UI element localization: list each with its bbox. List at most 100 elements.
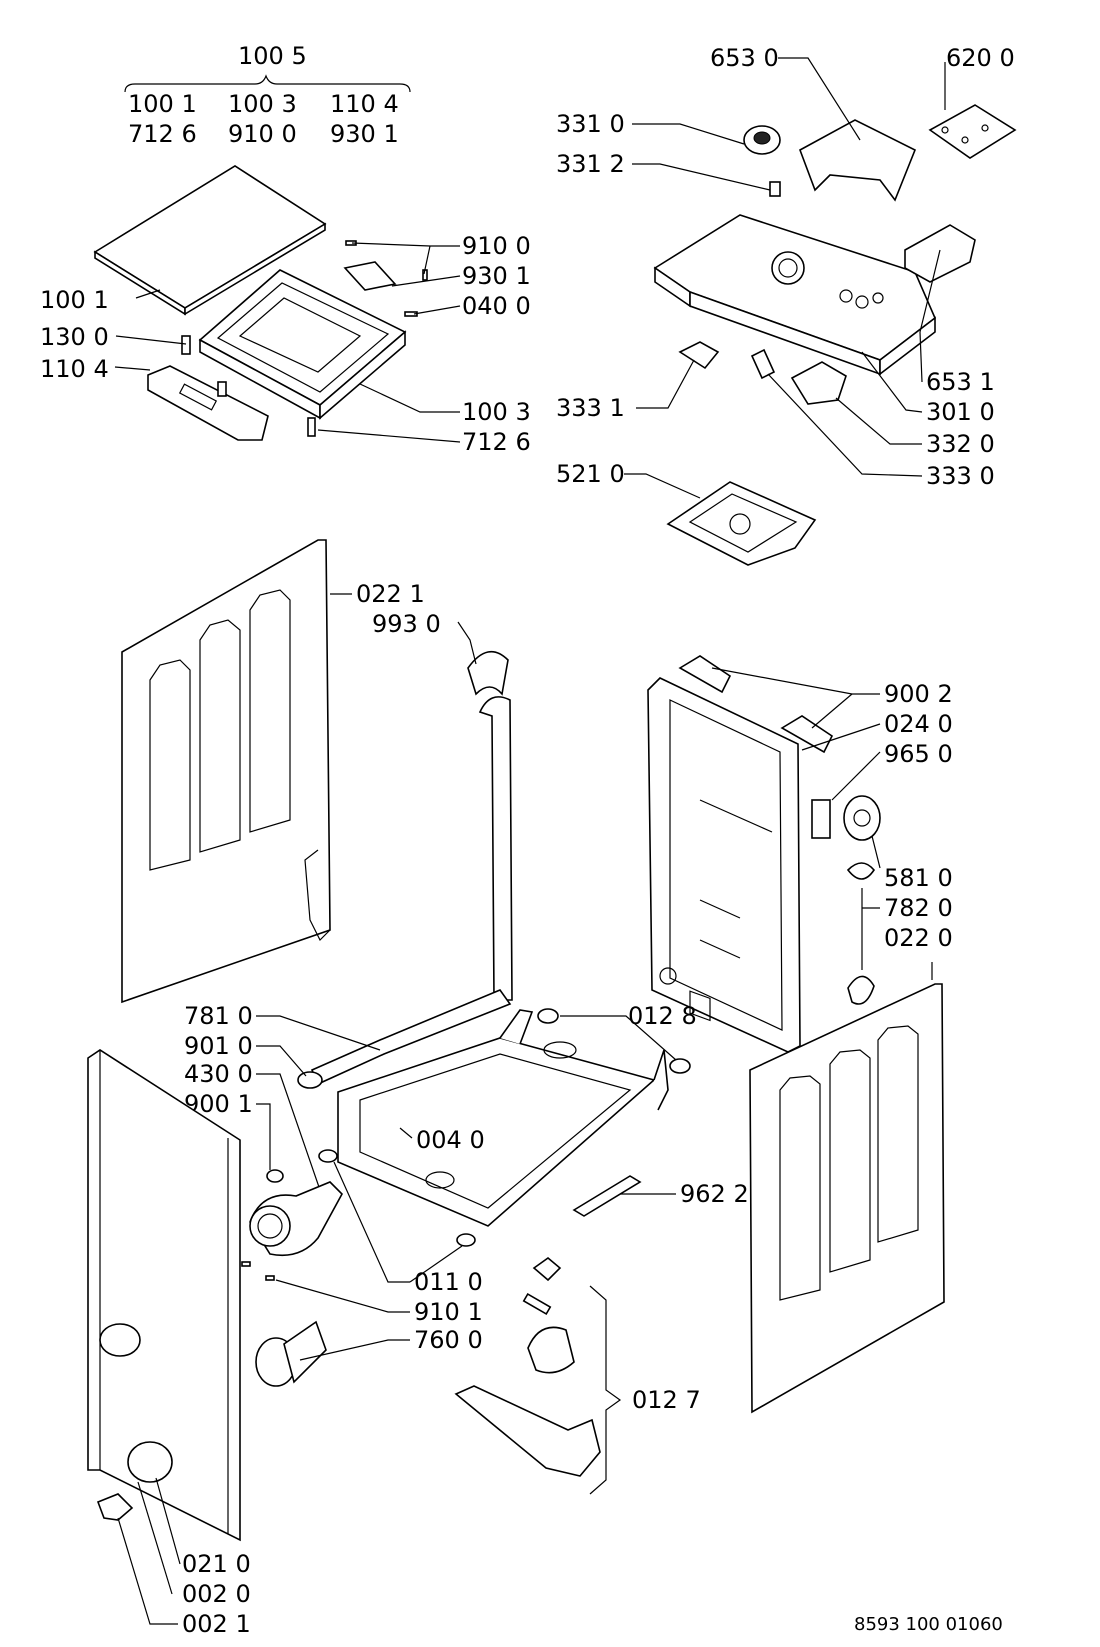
- leader-7810: [256, 1015, 381, 1051]
- callout-9650: 965 0: [884, 740, 953, 768]
- leader-5810: [871, 835, 881, 869]
- leader-1003: [359, 383, 460, 413]
- callout-0021: 002 1: [182, 1610, 251, 1638]
- brace-0127: [589, 1285, 622, 1495]
- foot-part-0128b: [669, 1058, 691, 1074]
- selector-part-3331: [678, 341, 720, 370]
- base-frame-part-0040: [337, 1009, 669, 1227]
- callout-0220: 022 0: [884, 924, 953, 952]
- side-panel-part-0221: [121, 539, 331, 1004]
- foot-kit-part-0127: [454, 1256, 601, 1477]
- bracket-part-9650: [811, 799, 831, 839]
- kit-brace: [124, 74, 411, 93]
- callout-0020: 002 0: [182, 1580, 251, 1608]
- screw-part-9101a: [241, 1261, 251, 1267]
- leader-3310: [632, 123, 745, 145]
- callout-7600: 760 0: [414, 1326, 483, 1354]
- leader-9002: [711, 667, 880, 695]
- foot-part-0110a: [318, 1149, 338, 1163]
- foot-part-0128a: [537, 1008, 559, 1024]
- ring-part-lower: [847, 975, 875, 1005]
- dispenser-tray-part-521: [666, 481, 817, 566]
- kit-item-6: 930 1: [330, 120, 399, 148]
- leader-0020: [137, 1481, 173, 1595]
- callout-1104: 110 4: [40, 355, 109, 383]
- kit-item-4: 712 6: [128, 120, 197, 148]
- leader-0110b: [409, 1245, 463, 1283]
- callout-7810: 781 0: [184, 1002, 253, 1030]
- leader-0021: [117, 1517, 178, 1625]
- leader-0210: [155, 1477, 181, 1565]
- gasket-part-930: [343, 261, 397, 291]
- leader-0400: [413, 305, 461, 315]
- callout-9930: 993 0: [372, 610, 441, 638]
- rear-panel-part: [647, 677, 801, 1053]
- seal-part-9001: [266, 1169, 284, 1183]
- callout-0400: 040 0: [462, 292, 531, 320]
- leader-0040: [399, 1127, 413, 1139]
- callout-3331: 333 1: [556, 394, 625, 422]
- callout-5210: 521 0: [556, 460, 625, 488]
- ring-part: [846, 862, 876, 880]
- leader-6531: [919, 249, 941, 383]
- callout-9100: 910 0: [462, 232, 531, 260]
- callout-0240: 024 0: [884, 710, 953, 738]
- hinge-part-9002b: [780, 715, 834, 754]
- pump-part-4300: [249, 1169, 343, 1257]
- callout-3312: 331 2: [556, 150, 625, 178]
- clip-part-small: [217, 381, 227, 397]
- clamp-part-9010: [297, 1071, 323, 1089]
- callout-0127: 012 7: [632, 1386, 701, 1414]
- pcb-part-620: [928, 104, 1017, 159]
- leader-6530: [778, 57, 861, 141]
- switch-part-3330: [750, 348, 776, 380]
- leader-9010: [256, 1045, 307, 1077]
- callout-9622: 962 2: [680, 1180, 749, 1208]
- callout-0110: 011 0: [414, 1268, 483, 1296]
- leader-3320: [835, 397, 922, 445]
- document-code: 8593 100 01060: [854, 1614, 1003, 1635]
- callout-9002: 900 2: [884, 680, 953, 708]
- callout-3330: 333 0: [926, 462, 995, 490]
- leader-1001: [135, 289, 161, 299]
- callout-1300: 130 0: [40, 323, 109, 351]
- kit-label: 100 5: [238, 42, 307, 70]
- kit-item-5: 910 0: [228, 120, 297, 148]
- leader-0240: [801, 723, 881, 751]
- leader-3331: [636, 359, 695, 409]
- pulley-part-5810: [843, 795, 881, 841]
- knob-part-331: [743, 125, 781, 197]
- foot-part-0110b: [456, 1233, 476, 1247]
- leader-9101: [275, 1279, 410, 1313]
- leader-7600: [299, 1339, 410, 1361]
- callout-9101: 910 1: [414, 1298, 483, 1326]
- callout-1001: 100 1: [40, 286, 109, 314]
- callout-9301: 930 1: [462, 262, 531, 290]
- leader-5210: [624, 473, 701, 499]
- leader-1104: [114, 366, 151, 371]
- leader-9650: [831, 751, 881, 801]
- callout-3010: 301 0: [926, 398, 995, 426]
- clip-part-0021: [96, 1493, 134, 1521]
- callout-0128: 012 8: [628, 1002, 697, 1030]
- callout-3310: 331 0: [556, 110, 625, 138]
- callout-4300: 430 0: [184, 1060, 253, 1088]
- kit-item-3: 110 4: [330, 90, 399, 118]
- filter-part-7600: [255, 1320, 327, 1387]
- leader-9930: [457, 621, 477, 665]
- kit-item-1: 100 1: [128, 90, 197, 118]
- kit-item-2: 100 3: [228, 90, 297, 118]
- support-frame-part-653: [799, 119, 917, 202]
- latch-part-712: [307, 417, 316, 437]
- callout-1003: 100 3: [462, 398, 531, 426]
- leader-1300: [115, 335, 187, 345]
- screw-part-9101b: [265, 1275, 275, 1281]
- leader-0128: [560, 1015, 677, 1061]
- callout-0040: 004 0: [416, 1126, 485, 1154]
- switch-block-part-3320: [790, 361, 847, 405]
- top-frame-part: [198, 269, 407, 420]
- leader-9100: [351, 242, 460, 247]
- callout-5810: 581 0: [884, 864, 953, 892]
